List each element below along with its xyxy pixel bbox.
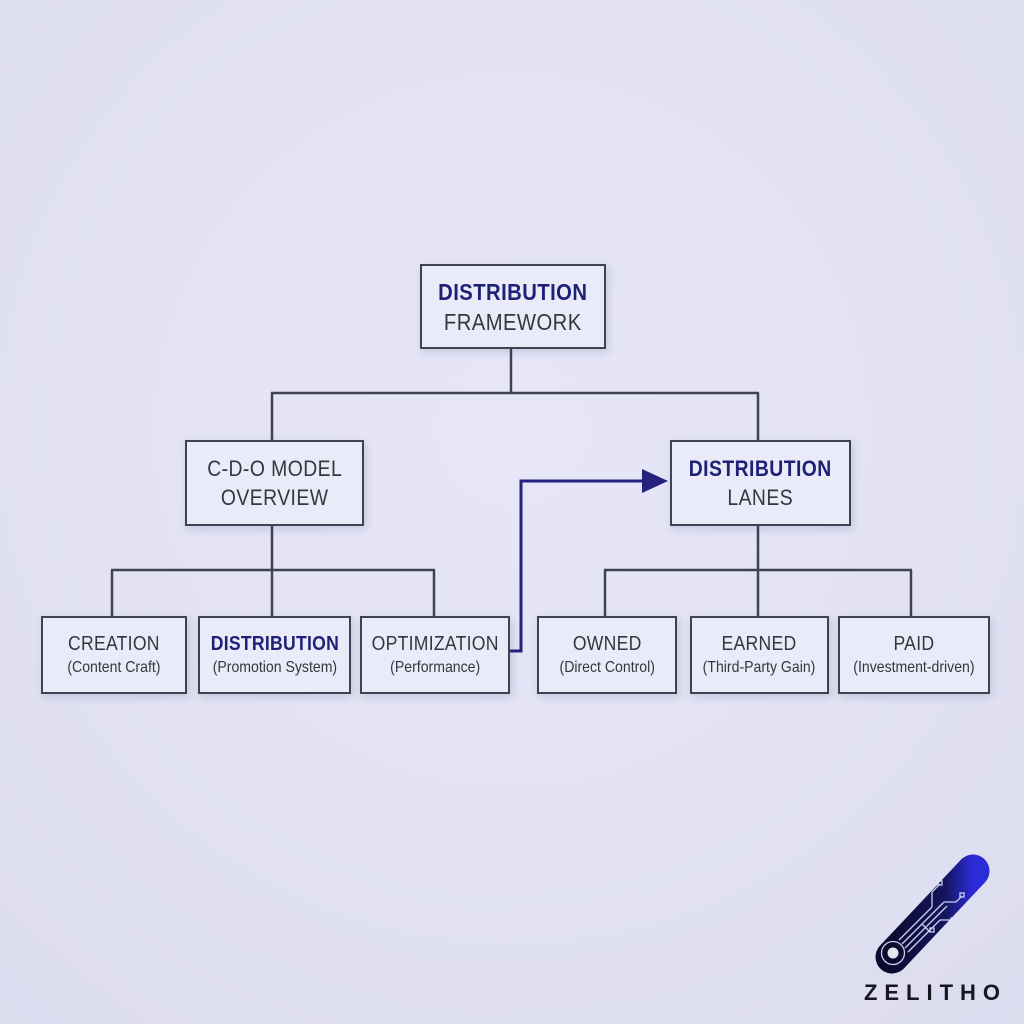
leaf-title: DISTRIBUTION: [210, 633, 339, 655]
zelitho-z-icon: [869, 852, 998, 976]
branch-subtitle: LANES: [727, 485, 794, 510]
node-distribution-lanes: DISTRIBUTION LANES: [670, 440, 851, 526]
node-earned: EARNED (Third-Party Gain): [690, 616, 829, 694]
node-creation: CREATION (Content Craft): [41, 616, 187, 694]
brand-logo: ZELITHO: [852, 840, 1012, 1010]
node-owned: OWNED (Direct Control): [537, 616, 677, 694]
branch-title: C-D-O MODEL: [207, 456, 342, 481]
arrow-optimization-to-lanes: [505, 469, 668, 653]
leaf-subtitle: (Performance): [390, 659, 480, 676]
node-distribution: DISTRIBUTION (Promotion System): [198, 616, 351, 694]
leaf-subtitle: (Direct Control): [559, 659, 655, 676]
leaf-title: PAID: [893, 633, 935, 655]
node-distribution-framework: DISTRIBUTION FRAMEWORK: [420, 264, 606, 349]
node-cdo-model-overview: C-D-O MODEL OVERVIEW: [185, 440, 364, 526]
brand-name: ZELITHO: [863, 980, 1008, 1005]
leaf-subtitle: (Promotion System): [212, 659, 337, 676]
branch-title: DISTRIBUTION: [689, 456, 832, 481]
node-optimization: OPTIMIZATION (Performance): [360, 616, 510, 694]
leaf-title: CREATION: [68, 633, 160, 655]
leaf-subtitle: (Third-Party Gain): [703, 659, 816, 676]
root-title: DISTRIBUTION: [438, 278, 588, 305]
leaf-subtitle: (Content Craft): [67, 659, 161, 676]
root-subtitle: FRAMEWORK: [444, 308, 582, 335]
leaf-title: OWNED: [572, 633, 642, 655]
leaf-title: OPTIMIZATION: [371, 633, 499, 655]
branch-subtitle: OVERVIEW: [220, 485, 329, 510]
leaf-title: EARNED: [722, 633, 797, 655]
leaf-subtitle: (Investment-driven): [853, 659, 975, 676]
node-paid: PAID (Investment-driven): [838, 616, 990, 694]
